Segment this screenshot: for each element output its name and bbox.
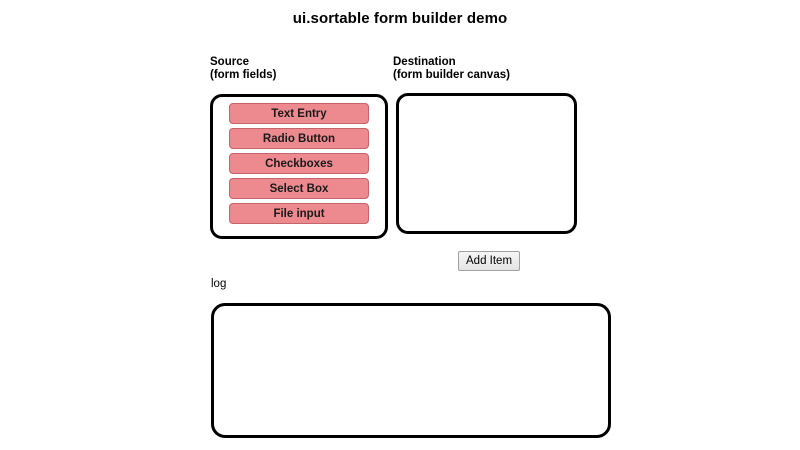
log-label: log <box>211 278 227 290</box>
list-item[interactable]: Checkboxes <box>229 153 369 174</box>
list-item[interactable]: Text Entry <box>229 103 369 124</box>
source-column-heading: Source (form fields) <box>210 56 277 81</box>
log-content <box>214 306 608 322</box>
destination-panel[interactable] <box>396 93 577 234</box>
log-panel <box>211 303 611 438</box>
source-panel[interactable]: Text Entry Radio Button Checkboxes Selec… <box>210 94 388 239</box>
source-sortable-list[interactable]: Text Entry Radio Button Checkboxes Selec… <box>213 103 385 224</box>
add-item-button[interactable]: Add Item <box>458 251 521 271</box>
destination-column-heading: Destination (form builder canvas) <box>393 56 510 81</box>
list-item[interactable]: File input <box>229 203 369 224</box>
destination-sortable-list[interactable] <box>399 96 574 231</box>
list-item[interactable]: Select Box <box>229 178 369 199</box>
list-item[interactable]: Radio Button <box>229 128 369 149</box>
page-title: ui.sortable form builder demo <box>292 10 508 27</box>
